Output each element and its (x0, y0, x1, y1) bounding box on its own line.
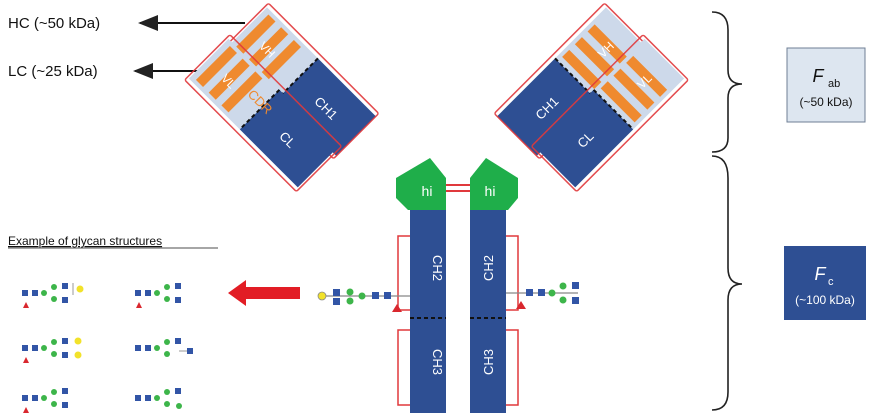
hc-label: HC (~50 kDa) (8, 15, 100, 32)
right-vl-domain (593, 38, 685, 130)
left-vh-domain (227, 7, 318, 98)
fc-subscript: c (828, 276, 834, 288)
right-ch1-domain (497, 58, 595, 156)
glycan-arrow (228, 280, 300, 306)
fab-symbol: F (813, 66, 825, 86)
left-hinge (396, 158, 446, 210)
lc-label: LC (~25 kDa) (8, 63, 98, 80)
glycan-example-6 (135, 388, 182, 409)
right-fc-chain (470, 210, 506, 413)
cdr-band (574, 37, 616, 79)
glycan-example-4 (135, 338, 193, 357)
fab-brace (711, 11, 743, 153)
left-hinge-label: hi (422, 183, 433, 199)
glycan-example-1 (22, 283, 84, 308)
cdr-band (613, 68, 655, 110)
right-light-chain-arm: VL CL (531, 34, 689, 192)
glycan-title: Example of glycan structures (8, 234, 162, 248)
glycan-example-3 (22, 337, 82, 363)
fab-box: F ab (~50 kDa) (786, 47, 866, 123)
cdr-band (221, 71, 263, 113)
left-ch1-domain (278, 58, 376, 156)
cdr-band (600, 81, 642, 123)
fc-glycan-left (317, 288, 410, 312)
cdr-band (208, 58, 250, 100)
right-ch3-label: CH3 (481, 349, 496, 375)
right-hinge-label: hi (485, 183, 496, 199)
glycan-example-2 (135, 283, 181, 308)
right-heavy-chain-arm: VH CH1 (494, 3, 650, 159)
fc-mass: (~100 kDa) (795, 293, 855, 307)
glycan-example-5 (22, 388, 68, 413)
cdr-band (247, 27, 289, 69)
left-cl-domain (239, 89, 338, 188)
right-ch2-label: CH2 (481, 255, 496, 281)
fab-subscript: ab (828, 78, 840, 90)
cdr-band (587, 24, 629, 66)
left-ch3-label: CH3 (430, 349, 445, 375)
left-fc-chain (410, 210, 446, 413)
fc-glycan-right (506, 282, 579, 309)
right-vh-domain (555, 7, 646, 98)
cdr-band (195, 45, 237, 87)
left-ch2-label: CH2 (430, 255, 445, 281)
cdr-band (259, 39, 301, 81)
right-hinge (470, 158, 518, 210)
left-vl-domain (188, 38, 280, 130)
fc-brace (711, 155, 743, 411)
cdr-band (562, 49, 604, 91)
right-cl-domain (535, 89, 634, 188)
cdr-band (234, 14, 276, 56)
fc-box: F c (~100 kDa) (784, 246, 866, 320)
fc-symbol: F (815, 264, 827, 284)
cdr-band (626, 55, 668, 97)
left-light-chain-arm: VL CL (184, 34, 342, 192)
fab-mass: (~50 kDa) (799, 95, 852, 109)
